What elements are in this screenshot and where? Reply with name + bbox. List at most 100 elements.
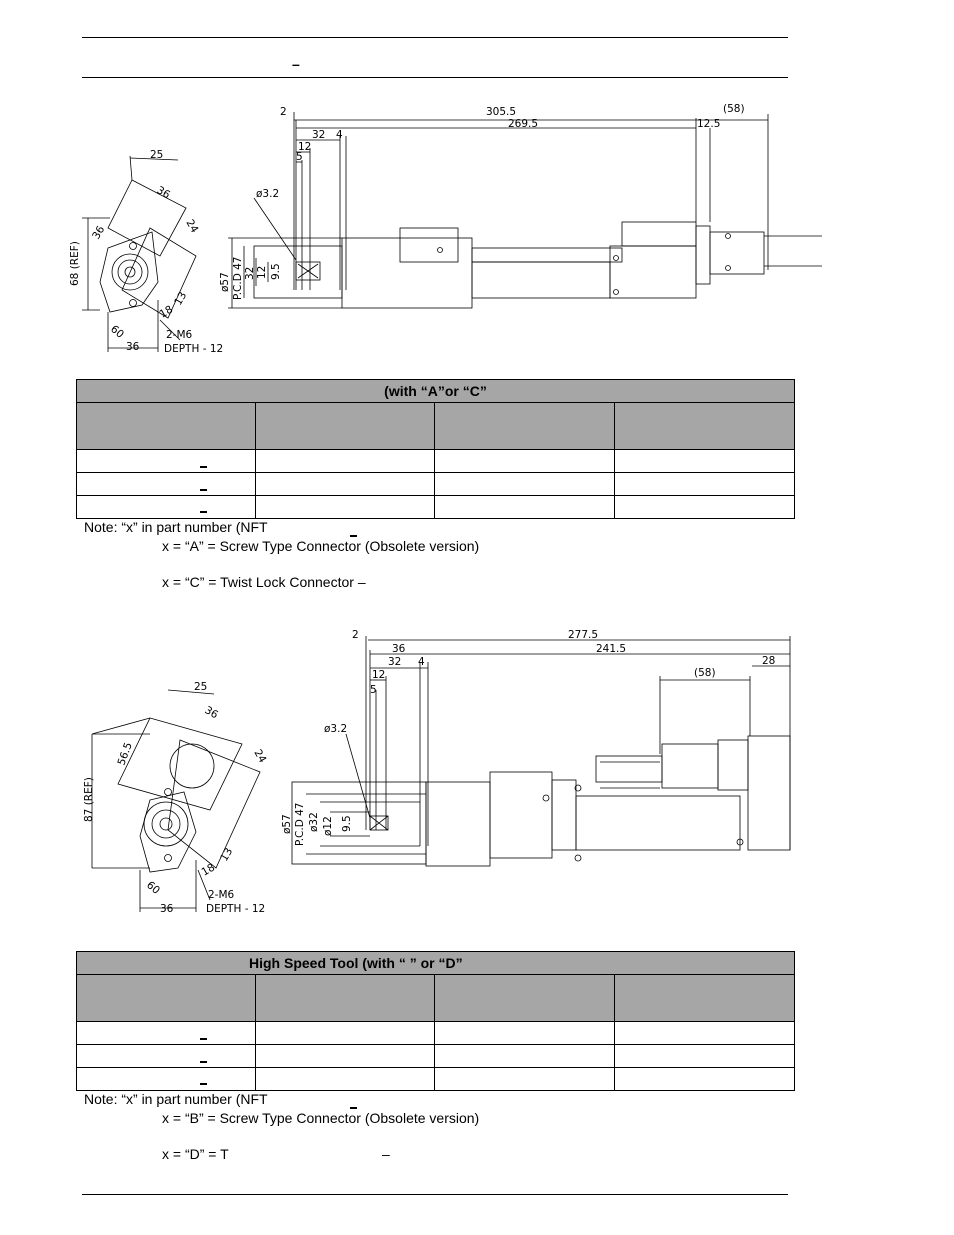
dim-label: ø3.2 <box>256 188 279 200</box>
dim-label: 5 <box>370 684 377 696</box>
table-header-cell <box>254 402 436 450</box>
table-header-cell <box>434 402 616 450</box>
dim-label: 36 <box>392 643 406 655</box>
table-row <box>76 1067 795 1091</box>
table-cell <box>254 495 436 519</box>
dim-label: 28 <box>762 655 775 667</box>
dim-label: 12 <box>372 669 385 681</box>
dim-label: 305.5 <box>486 106 516 118</box>
dim-label: 32 <box>312 129 325 141</box>
table-cell <box>614 495 795 519</box>
dim-label: DEPTH - 12 <box>206 903 265 915</box>
dim-label: 2 <box>352 629 359 641</box>
header-bottom-rule <box>82 77 788 78</box>
note-2-line-3b: – <box>382 1146 390 1162</box>
dim-label: 241.5 <box>596 643 626 655</box>
dim-label: ø57 <box>281 814 293 834</box>
dim-label: 12 <box>298 141 311 153</box>
table-cell <box>254 1067 436 1091</box>
dim-label: 9.5 <box>341 815 353 832</box>
dash-mark <box>200 511 207 513</box>
dim-label: 2-M6 <box>166 329 193 341</box>
table-title: High Speed Tool (with “ ” or “D” <box>76 951 795 975</box>
dim-label: 24 <box>251 748 268 766</box>
table-row <box>76 1044 795 1068</box>
dim-label: 24 <box>183 218 200 236</box>
dash-mark <box>200 466 207 468</box>
note-2-line-2: x = “B” = Screw Type Connector (Obsolete… <box>162 1110 480 1126</box>
table-cell <box>434 495 616 519</box>
table-header-cell <box>434 974 616 1022</box>
dimension-labels-2: 2 277.5 36 241.5 32 4 28 (58) 12 5 ø3.2 … <box>83 629 775 915</box>
header-dash: – <box>292 56 300 72</box>
dash-mark <box>200 1083 207 1085</box>
table-cell <box>614 1021 795 1045</box>
note-1-line-1: Note: “x” in part number (NFT <box>84 519 268 535</box>
dim-label: 32 <box>388 656 401 668</box>
table-cell <box>434 472 616 496</box>
table-cell <box>254 1021 436 1045</box>
dim-label: 36 <box>203 704 221 721</box>
table-cell <box>614 1067 795 1091</box>
dim-label: 2-M6 <box>208 889 235 901</box>
dim-label: 32 <box>244 267 256 280</box>
dim-label: P.C.D 47 <box>294 803 306 847</box>
dim-label: 25 <box>150 149 163 161</box>
table-header-cell <box>76 402 256 450</box>
end-view-2 <box>91 689 261 912</box>
table-header-cell <box>614 974 795 1022</box>
table-cell <box>76 1044 256 1068</box>
spec-table-2: High Speed Tool (with “ ” or “D” <box>76 951 795 1091</box>
table-cell <box>614 1044 795 1068</box>
dash-mark <box>200 489 207 491</box>
dim-label: 277.5 <box>568 629 598 641</box>
table-cell <box>76 495 256 519</box>
table-cell <box>434 1044 616 1068</box>
table-row <box>76 449 795 473</box>
end-view-1 <box>82 155 197 352</box>
table-cell <box>76 1021 256 1045</box>
table-cell <box>614 449 795 473</box>
dim-label: ø32 <box>308 812 320 832</box>
table-cell <box>76 472 256 496</box>
dim-label: 18 <box>200 862 218 879</box>
dimension-labels-1: 2 305.5 (58) 269.5 32 4 12.5 12 5 ø3.2 ø… <box>69 103 745 355</box>
dim-label: DEPTH - 12 <box>164 343 223 355</box>
table-cell <box>434 1021 616 1045</box>
table-cell <box>434 1067 616 1091</box>
table-header-cell <box>254 974 436 1022</box>
side-view-1 <box>228 112 822 309</box>
table-cell <box>76 1067 256 1091</box>
dash-mark <box>350 1107 357 1109</box>
dim-label: 13 <box>172 290 189 308</box>
dash-mark <box>350 535 357 537</box>
footer-rule <box>82 1194 788 1195</box>
dim-label: 4 <box>336 129 343 141</box>
dim-label: 36 <box>126 341 140 353</box>
table-header-cell <box>614 402 795 450</box>
note-2-line-1: Note: “x” in part number (NFT <box>84 1091 268 1107</box>
note-2-line-3a: x = “D” = T <box>162 1146 229 1162</box>
table-cell <box>254 1044 436 1068</box>
side-view-2 <box>291 636 791 867</box>
dim-label: 269.5 <box>508 118 538 130</box>
spec-table-1: (with “A”or “C” <box>76 379 795 519</box>
table-row <box>76 1021 795 1045</box>
dim-label: 13 <box>218 846 235 864</box>
dim-label: ø57 <box>219 272 231 292</box>
dim-label: 36 <box>160 903 174 915</box>
dim-label: 18 <box>158 304 176 321</box>
dash-mark <box>200 1038 207 1040</box>
dim-label: 25 <box>194 681 207 693</box>
table-row <box>76 495 795 519</box>
dim-label: 12 <box>256 266 268 279</box>
note-1-line-2: x = “A” = Screw Type Connector (Obsolete… <box>162 538 480 554</box>
table-title: (with “A”or “C” <box>76 379 795 403</box>
dim-label: 87 (REF) <box>83 777 95 822</box>
dim-label: 60 <box>144 879 162 897</box>
dim-label: 36 <box>90 224 107 242</box>
dim-label: ø3.2 <box>324 723 347 735</box>
dim-label: 5 <box>296 151 303 163</box>
